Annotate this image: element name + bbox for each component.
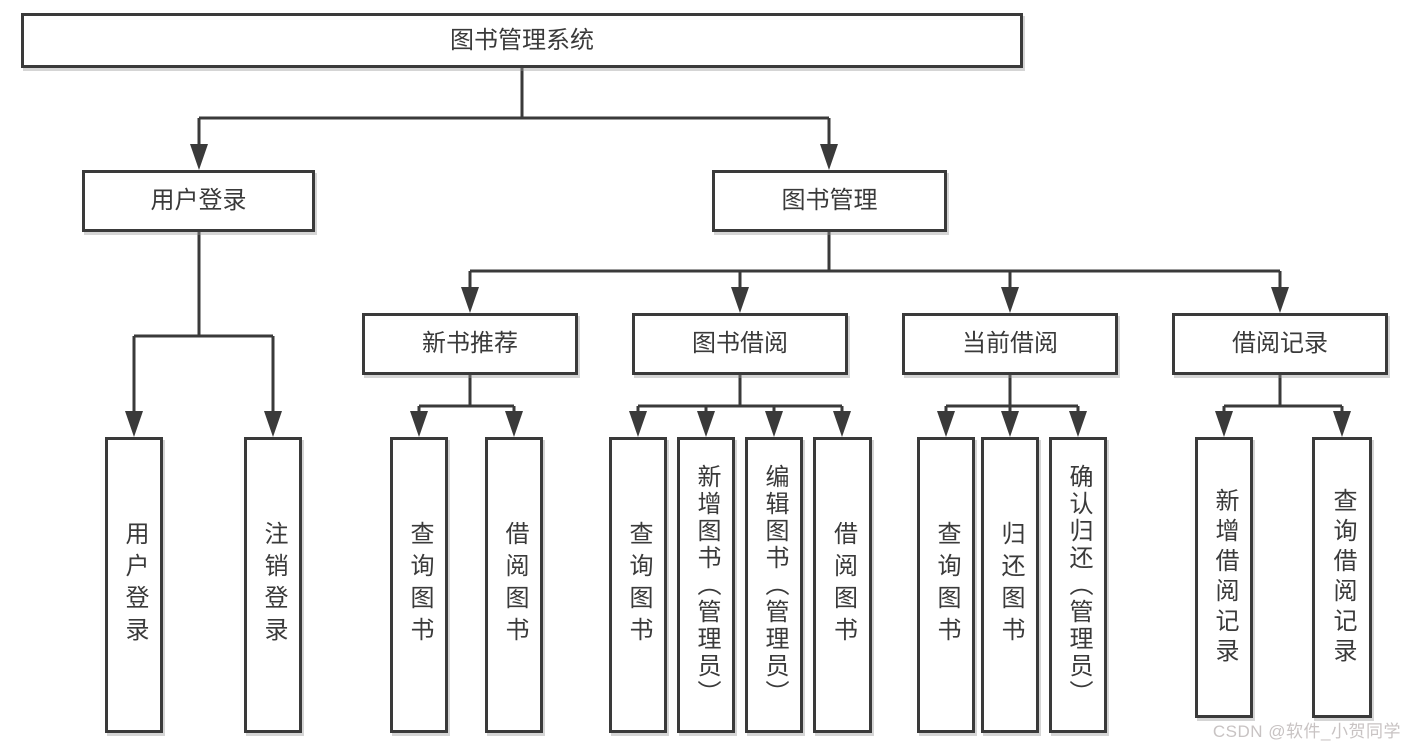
node-label: 借阅图书 xyxy=(501,521,528,649)
node-label: 借阅记录 xyxy=(1232,330,1328,357)
node-borrowing-records: 借阅记录 xyxy=(1172,313,1388,375)
leaf-confirm-return-admin: 确认归还（管理员） xyxy=(1049,437,1107,733)
leaf-add-books-admin: 新增图书（管理员） xyxy=(677,437,735,733)
node-label: 图书管理 xyxy=(781,187,878,214)
node-label: 借阅图书 xyxy=(829,521,857,649)
node-label: 归还图书 xyxy=(997,521,1024,649)
leaf-user-login: 用户登录 xyxy=(105,437,163,733)
node-user-login-branch: 用户登录 xyxy=(82,170,315,232)
node-label: 查询图书 xyxy=(625,521,652,649)
leaf-query-books-borrow: 查询图书 xyxy=(609,437,667,733)
node-label: 查询图书 xyxy=(933,521,960,649)
leaf-add-borrow-record: 新增借阅记录 xyxy=(1195,437,1253,718)
leaf-return-books: 归还图书 xyxy=(981,437,1039,733)
leaf-logout: 注销登录 xyxy=(244,437,302,733)
node-label: 编辑图书（管理员） xyxy=(761,463,788,707)
node-label: 确认归还（管理员） xyxy=(1065,463,1092,707)
leaf-query-books-current: 查询图书 xyxy=(917,437,975,733)
node-label: 用户登录 xyxy=(150,187,247,214)
node-current-borrowing: 当前借阅 xyxy=(902,313,1118,375)
node-label: 注销登录 xyxy=(260,521,287,649)
node-label: 查询图书 xyxy=(406,521,433,649)
node-label: 图书借阅 xyxy=(692,330,788,357)
node-new-book-recommendation: 新书推荐 xyxy=(362,313,578,375)
node-label: 当前借阅 xyxy=(962,330,1058,357)
arrowheads xyxy=(125,144,1351,437)
node-label: 图书管理系统 xyxy=(450,26,594,54)
leaf-borrow-books: 借阅图书 xyxy=(813,437,872,733)
node-label: 查询借阅记录 xyxy=(1329,487,1356,668)
node-book-management-branch: 图书管理 xyxy=(712,170,947,232)
leaf-edit-books-admin: 编辑图书（管理员） xyxy=(745,437,803,733)
node-book-borrowing: 图书借阅 xyxy=(632,313,848,375)
node-label: 用户登录 xyxy=(121,521,148,649)
node-library-management-system: 图书管理系统 xyxy=(21,13,1023,68)
leaf-query-borrow-record: 查询借阅记录 xyxy=(1312,437,1372,718)
csdn-watermark: CSDN @软件_小贺同学 xyxy=(1212,722,1401,741)
leaf-query-books-recommend: 查询图书 xyxy=(390,437,448,733)
leaf-borrow-books-recommend: 借阅图书 xyxy=(485,437,543,733)
node-label: 新增借阅记录 xyxy=(1211,487,1238,668)
node-label: 新增图书（管理员） xyxy=(693,463,720,707)
node-label: 新书推荐 xyxy=(422,330,518,357)
